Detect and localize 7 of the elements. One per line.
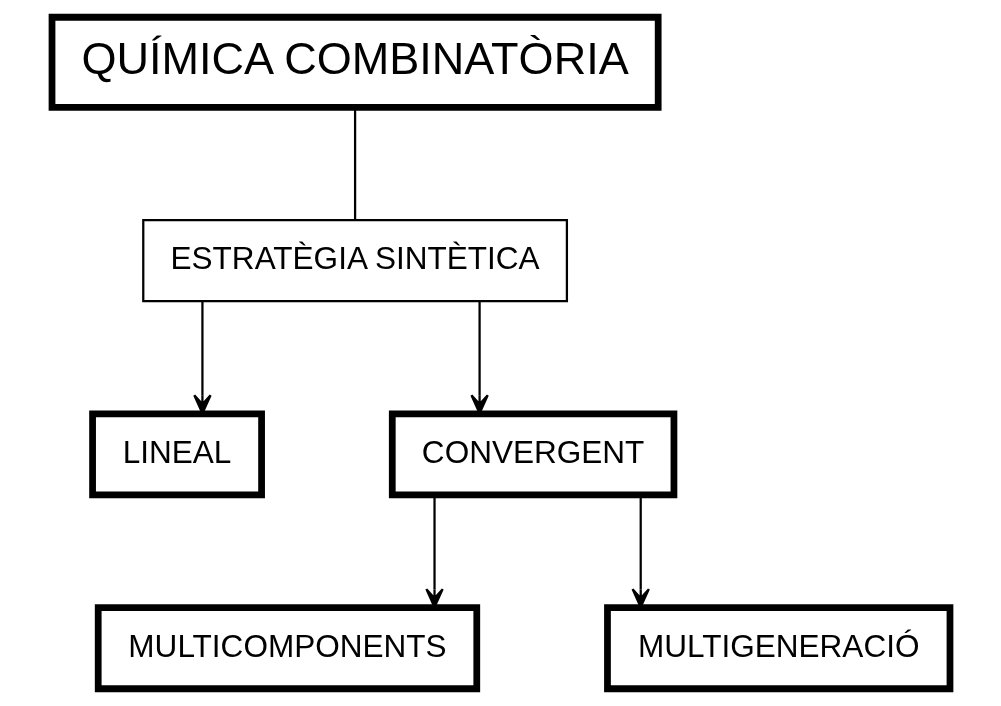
node-box: QUÍMICA COMBINATÒRIA [48, 13, 662, 111]
node-box: MULTICOMPONENTS [94, 604, 480, 693]
node-box: MULTIGENERACIÓ [603, 604, 953, 693]
node-box: LINEAL [88, 410, 265, 499]
connector [353, 108, 356, 220]
node-box: CONVERGENT [388, 410, 677, 499]
node-box: ESTRATÈGIA SINTÈTICA [141, 218, 568, 303]
